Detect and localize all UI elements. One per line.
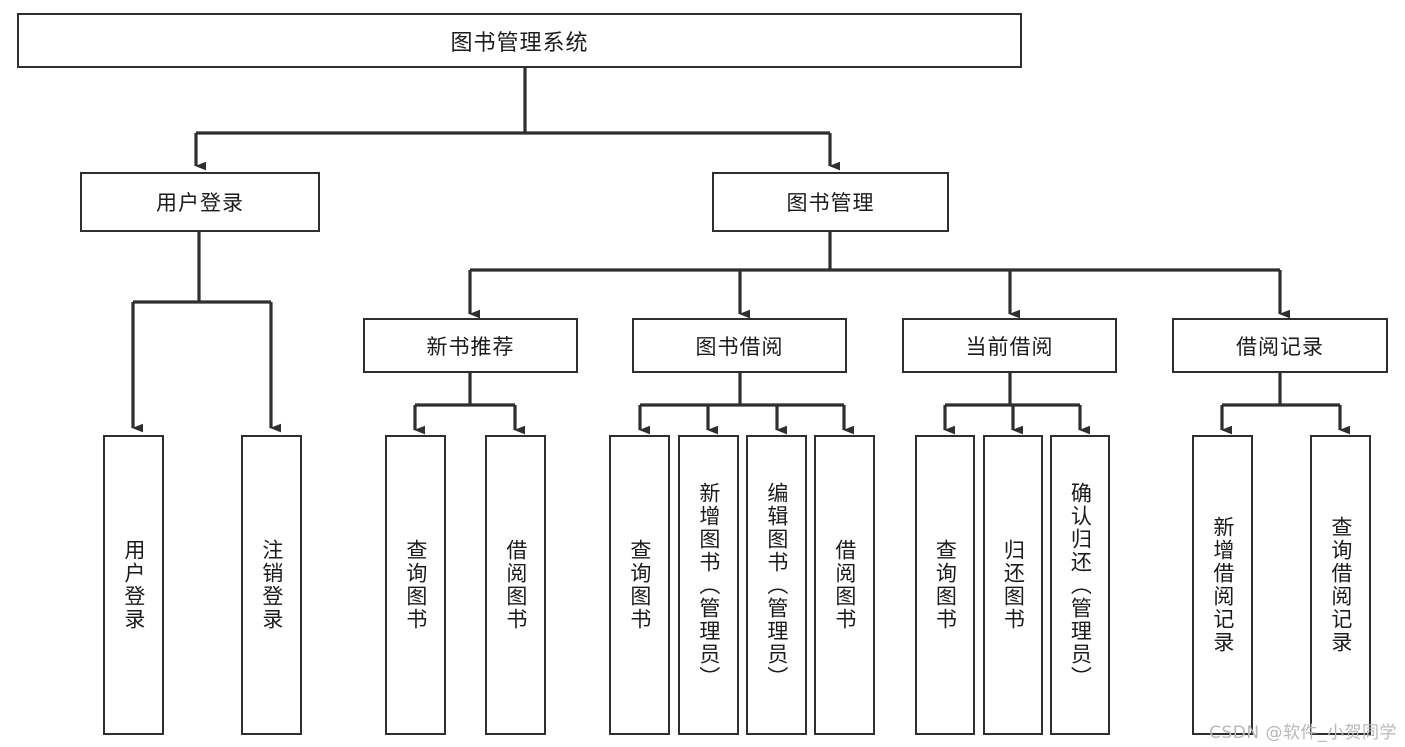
leaf-label: 新增图书（管理员） — [696, 481, 721, 689]
node-book-management[interactable]: 图书管理 — [712, 172, 949, 232]
node-label: 新书推荐 — [426, 334, 515, 359]
node-label: 当前借阅 — [965, 334, 1054, 359]
leaf-borrow-book-recommend[interactable]: 借阅图书 — [485, 435, 546, 735]
node-label: 图书借阅 — [695, 334, 784, 359]
node-book-borrow[interactable]: 图书借阅 — [632, 318, 847, 373]
leaf-label: 查询图书 — [933, 539, 958, 631]
leaf-user-login[interactable]: 用户登录 — [103, 435, 164, 735]
leaf-label: 查询图书 — [627, 539, 652, 631]
node-label: 用户登录 — [156, 191, 244, 215]
leaf-label: 注销登录 — [259, 539, 284, 631]
leaf-confirm-return-admin[interactable]: 确认归还（管理员） — [1050, 435, 1110, 735]
node-new-book-recommend[interactable]: 新书推荐 — [363, 318, 578, 373]
node-current-borrow[interactable]: 当前借阅 — [902, 318, 1117, 373]
leaf-label: 查询借阅记录 — [1328, 516, 1353, 654]
node-borrow-record[interactable]: 借阅记录 — [1172, 318, 1388, 373]
leaf-return-book[interactable]: 归还图书 — [983, 435, 1043, 735]
leaf-edit-book-admin[interactable]: 编辑图书（管理员） — [746, 435, 807, 735]
leaf-label: 新增借阅记录 — [1210, 516, 1235, 654]
leaf-logout-login[interactable]: 注销登录 — [241, 435, 302, 735]
leaf-label: 编辑图书（管理员） — [764, 481, 789, 689]
leaf-query-book-recommend[interactable]: 查询图书 — [385, 435, 446, 735]
leaf-label: 借阅图书 — [832, 539, 857, 631]
leaf-label: 归还图书 — [1001, 539, 1026, 631]
leaf-add-book-admin[interactable]: 新增图书（管理员） — [678, 435, 739, 735]
leaf-label: 确认归还（管理员） — [1068, 481, 1093, 689]
watermark-text: CSDN @软件_小贺同学 — [1209, 723, 1397, 743]
leaf-query-book-borrow[interactable]: 查询图书 — [609, 435, 670, 735]
leaf-add-borrow-record[interactable]: 新增借阅记录 — [1192, 435, 1253, 735]
leaf-query-book-current[interactable]: 查询图书 — [915, 435, 975, 735]
leaf-label: 借阅图书 — [503, 539, 528, 631]
leaf-label: 用户登录 — [121, 539, 146, 631]
leaf-label: 查询图书 — [403, 539, 428, 631]
node-label: 借阅记录 — [1236, 334, 1324, 359]
node-user-login[interactable]: 用户登录 — [80, 172, 320, 232]
leaf-borrow-book[interactable]: 借阅图书 — [814, 435, 875, 735]
node-root-book-management-system[interactable]: 图书管理系统 — [17, 13, 1022, 68]
node-label: 图书管理 — [786, 191, 875, 215]
leaf-query-borrow-record[interactable]: 查询借阅记录 — [1310, 435, 1371, 735]
node-label: 图书管理系统 — [450, 30, 589, 56]
